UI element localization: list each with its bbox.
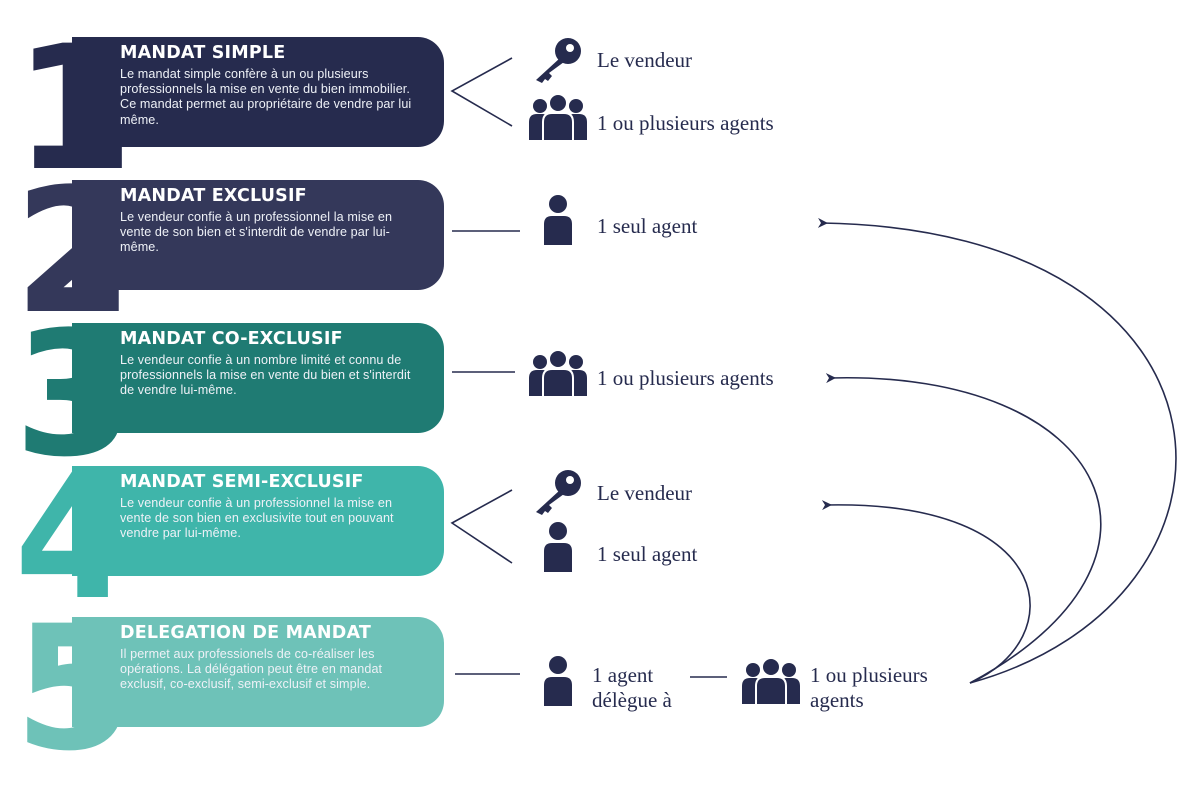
mandate-row-4: 4 MANDAT SEMI-EXCLUSIF Le vendeur confie… [0,452,460,624]
mandate-card-2: MANDAT EXCLUSIF Le vendeur confie à un p… [72,180,444,290]
group-icon [742,657,800,706]
mandate-description-3: Le vendeur confie à un nombre limité et … [120,353,411,398]
mandate-row-2: 2 MANDAT EXCLUSIF Le vendeur confie à un… [0,166,460,338]
person-icon [544,195,572,245]
mandate-row-3: 3 MANDAT CO-EXCLUSIF Le vendeur confie à… [0,309,460,481]
actor-label-agents-5-line2: agents [810,688,864,712]
group-icon [529,349,587,398]
mandate-row-1: 1 MANDAT SIMPLE Le mandat simple confère… [0,23,460,195]
mandate-description-4: Le vendeur confie à un professionnel la … [120,496,394,541]
person-icon [544,522,572,572]
actor-label-agents-3: 1 ou plusieurs agents [597,366,774,390]
actor-label-agent-5-line2: délègue à [592,688,672,712]
fork-line-4 [450,489,513,564]
mandate-title-5: DELEGATION DE MANDAT [120,623,372,643]
key-icon [536,470,581,515]
group-icon [529,93,587,142]
actor-label-agent-2: 1 seul agent [597,214,698,238]
mandate-row-5: 5 DELEGATION DE MANDAT Il permet aux pro… [0,603,460,775]
mandate-card-5: DELEGATION DE MANDAT Il permet aux profe… [72,617,444,727]
actor-label-seller-1: Le vendeur [597,48,693,72]
mandate-title-3: MANDAT CO-EXCLUSIF [120,329,343,349]
actor-label-agent-4: 1 seul agent [597,542,698,566]
actor-label-agent-5-line1: 1 agent [592,663,654,687]
actor-label-seller-4: Le vendeur [597,481,693,505]
person-icon [544,656,572,706]
arc-to-mandate-3 [825,373,1102,684]
mandate-title-1: MANDAT SIMPLE [120,43,286,63]
mandate-title-2: MANDAT EXCLUSIF [120,186,307,206]
arc-to-mandate-2 [817,217,1177,684]
mandate-description-5: Il permet aux professionels de co-réalis… [120,647,383,692]
mandate-description-2: Le vendeur confie à un professionnel la … [120,210,393,255]
mandate-title-4: MANDAT SEMI-EXCLUSIF [120,472,364,492]
connector-lines [450,57,1177,684]
mandate-description-1: Le mandat simple confère à un ou plusieu… [120,67,412,127]
mandate-card-3: MANDAT CO-EXCLUSIF Le vendeur confie à u… [72,323,444,433]
mandate-card-1: MANDAT SIMPLE Le mandat simple confère à… [72,37,444,147]
arc-to-mandate-4 [821,500,1031,684]
mandate-card-4: MANDAT SEMI-EXCLUSIF Le vendeur confie à… [72,466,444,576]
key-icon [536,38,581,83]
actor-label-agents-1: 1 ou plusieurs agents [597,111,774,135]
actor-label-agents-5-line1: 1 ou plusieurs [810,663,928,687]
fork-line-1 [450,57,513,127]
